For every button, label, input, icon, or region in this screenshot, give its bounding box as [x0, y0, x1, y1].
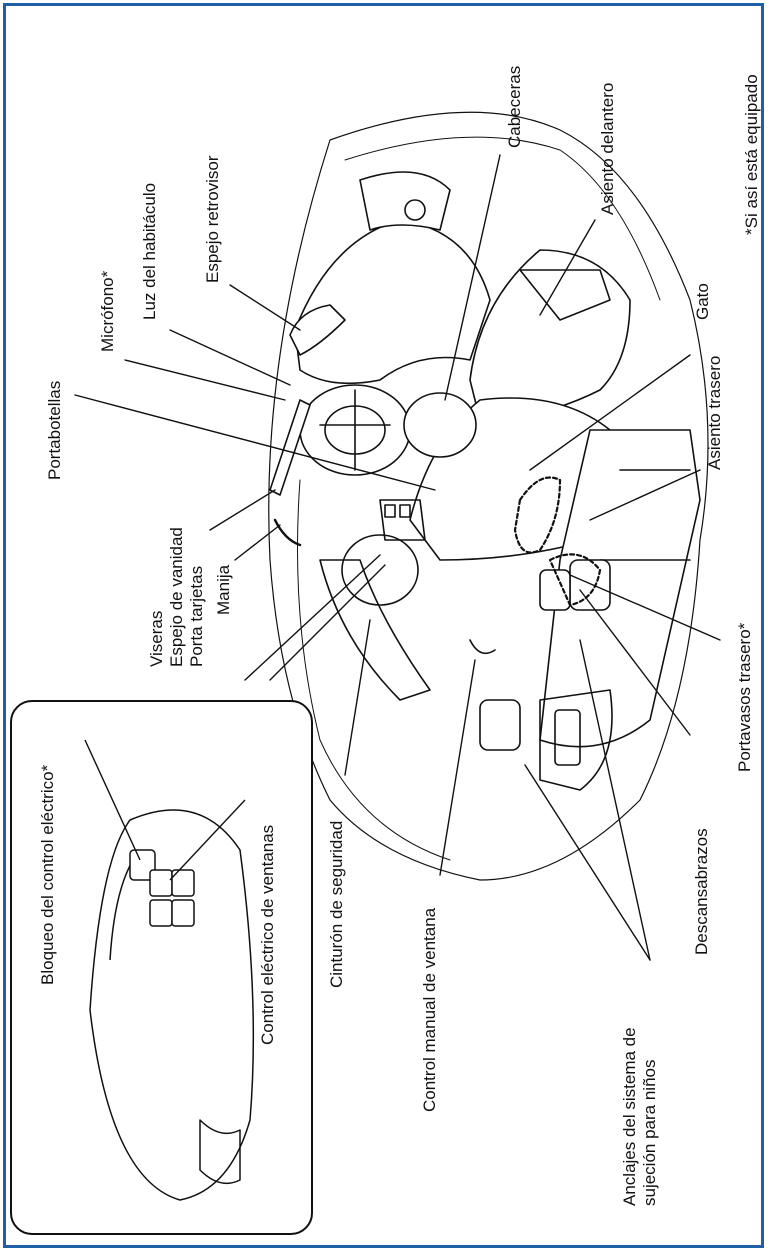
footnote-label: *Si así está equipado: [742, 74, 761, 235]
label-anclajes-1: Anclajes del sistema de: [620, 1027, 639, 1206]
label-control-electrico: Control eléctrico de ventanas: [258, 824, 277, 1045]
label-asiento-delantero: Asiento delantero: [598, 82, 617, 215]
label-anclajes-2: sujeción para niños: [640, 1059, 659, 1206]
label-microfono: Micrófono*: [98, 270, 117, 352]
label-espejo-vanidad: Espejo de vanidad: [167, 527, 186, 667]
label-espejo-retrovisor: Espejo retrovisor: [203, 155, 222, 283]
label-descansabrazos: Descansabrazos: [692, 828, 711, 955]
label-viseras: Viseras: [147, 610, 166, 667]
label-gato: Gato: [693, 283, 712, 320]
label-cabeceras: Cabeceras: [505, 65, 524, 148]
label-portabotellas: Portabotellas: [45, 380, 64, 480]
label-control-manual: Control manual de ventana: [420, 907, 439, 1112]
label-portavasos-trasero: Portavasos trasero*: [735, 622, 754, 772]
label-bloqueo: Bloqueo del control eléctrico*: [38, 764, 57, 985]
label-porta-tarjetas: Porta tarjetas: [187, 565, 206, 667]
label-asiento-trasero: Asiento trasero: [705, 355, 724, 470]
label-manija: Manija: [214, 564, 233, 615]
label-cinturon: Cinturón de seguridad: [327, 820, 346, 988]
label-luz-habitaculo: Luz del habitáculo: [140, 182, 159, 320]
